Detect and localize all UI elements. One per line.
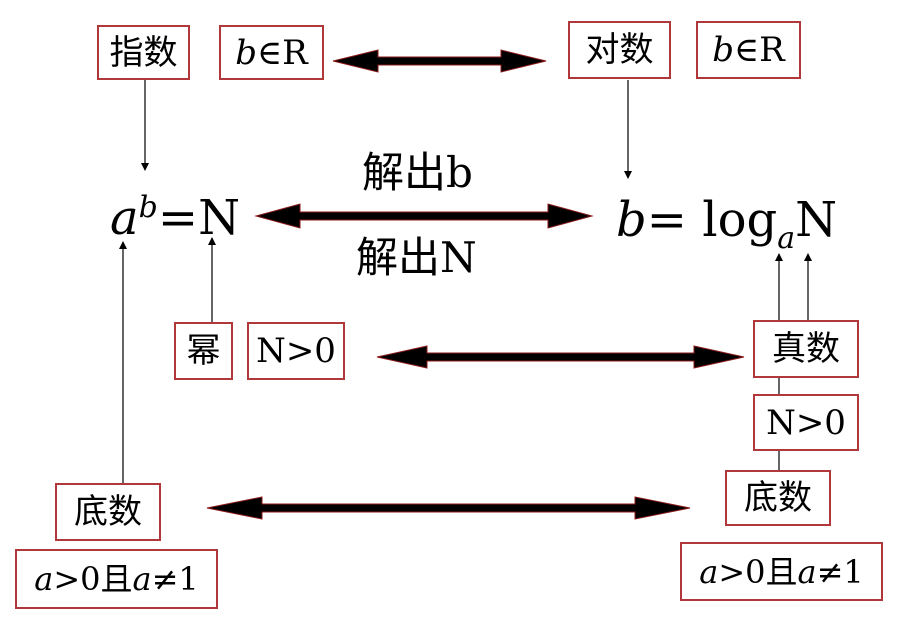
log-base-cond-a2: a [797,552,817,591]
logarithm-condition-rest: ∈R [733,30,785,70]
antilog-label-box: 真数 [753,320,859,378]
exponent-condition-rest: ∈R [256,32,308,73]
logarithm-label-box: 对数 [568,21,671,79]
logarithm-formula: b= logaN [616,196,837,254]
power-condition-box: N>0 [247,322,345,380]
antilog-condition-box: N>0 [753,394,859,451]
logarithm-condition-var: b [712,30,734,70]
exp-base-cond-a1: a [34,560,54,598]
log-base-cond-tail: ≠1 [816,552,864,591]
exp-base-label: 底数 [74,492,142,532]
exp-base-label-box: 底数 [55,483,161,541]
exponent-label-box: 指数 [97,25,190,80]
power-label-box: 幂 [174,322,233,380]
solve-n-label: 解出N [356,233,477,282]
exponent-condition-var: b [235,32,257,73]
solve-b-label: 解出b [362,148,473,197]
log-eq: = log [646,192,778,248]
exp-rest: =N [157,190,241,246]
log-base-cond-a1: a [699,552,719,591]
arrow-top-bidirectional [332,49,547,73]
exponent-condition-box: b∈R [219,25,324,80]
arrow-power-bidirectional [376,345,745,369]
exp-base-cond-tail: ≠1 [151,560,199,598]
exp-base-cond-mid: >0且 [53,560,133,598]
exponent-label: 指数 [109,32,178,73]
log-base-cond-mid: >0且 [718,552,798,591]
log-base-label-box: 底数 [725,470,831,526]
power-label: 幂 [186,331,221,371]
log-var: b [616,192,647,248]
logarithm-condition-box: b∈R [696,21,801,79]
arrow-middle-bidirectional [254,203,594,229]
antilog-label: 真数 [772,329,840,369]
arrow-base-bidirectional [206,496,691,520]
exponential-formula: ab=N [110,193,240,243]
exp-base-cond-a2: a [132,560,152,598]
log-base: a [777,221,796,256]
exp-exponent: b [138,190,158,225]
logarithm-label: 对数 [585,30,654,70]
log-base-label: 底数 [744,478,812,518]
antilog-condition: N>0 [766,402,846,443]
power-condition: N>0 [256,331,336,371]
log-arg: N [795,192,838,248]
exp-base: a [110,190,139,246]
